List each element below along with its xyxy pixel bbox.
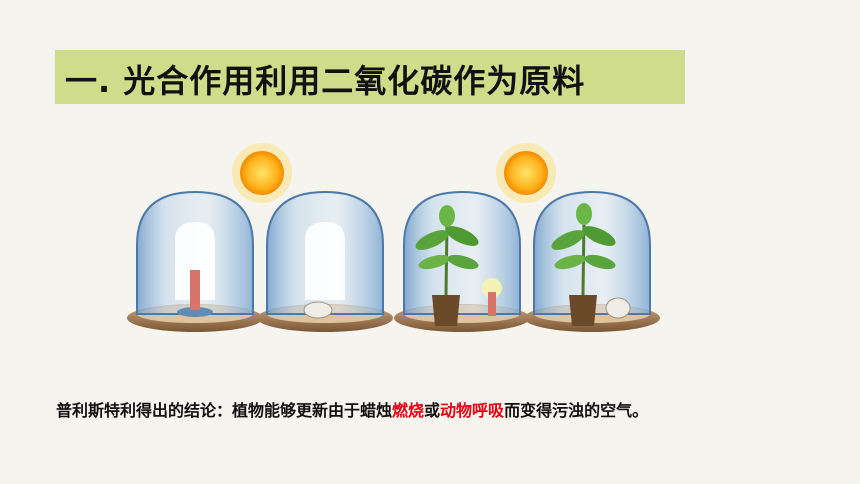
mouse-icon xyxy=(605,297,631,319)
plant-pot xyxy=(569,295,597,326)
slide-title: 一. 光合作用利用二氧化碳作为原料 xyxy=(65,62,586,100)
conclusion-text: 普利斯特利得出的结论：植物能够更新由于蜡烛燃烧或动物呼吸而变得污浊的空气。 xyxy=(56,397,648,421)
mouse-icon xyxy=(303,301,333,319)
candle-icon xyxy=(190,270,200,310)
highlight-respiration: 动物呼吸 xyxy=(440,401,505,420)
plant-icon xyxy=(551,203,616,296)
candle-icon xyxy=(488,292,496,316)
conclusion-suffix: 而变得污浊的空气。 xyxy=(504,401,649,420)
candle-holder xyxy=(177,307,213,317)
bell-jar-mouse xyxy=(257,190,393,332)
bell-jar-plant-mouse xyxy=(524,190,660,332)
highlight-combustion: 燃烧 xyxy=(392,401,425,420)
sun-icon xyxy=(496,143,556,203)
bell-jar-illustration xyxy=(127,143,660,332)
conclusion-connector: 或 xyxy=(424,401,441,420)
bell-jar-plant-candle xyxy=(394,190,530,332)
title-banner: 一. 光合作用利用二氧化碳作为原料 xyxy=(55,50,685,104)
plant-icon xyxy=(415,205,479,296)
plant-pot xyxy=(432,295,460,326)
conclusion-prefix: 普利斯特利得出的结论：植物能够更新由于蜡烛 xyxy=(56,401,393,420)
sun-icon xyxy=(232,143,292,203)
bell-jar-candle xyxy=(127,190,263,332)
